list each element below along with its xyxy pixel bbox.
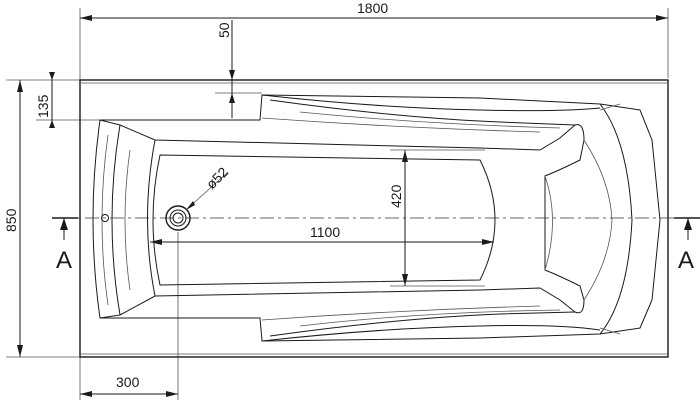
outer-rim [79, 79, 669, 358]
drain [165, 205, 191, 231]
section-marker-right: A [674, 217, 700, 274]
section-label-right: A [678, 247, 694, 274]
inner-basin [92, 94, 661, 342]
inner-length-dimension: 1100 [310, 224, 340, 240]
rim-offset-dimension: 50 [216, 22, 232, 38]
section-label-left: A [56, 247, 72, 274]
width-dimension: 850 [3, 208, 19, 232]
inner-width-dimension: 420 [388, 184, 404, 208]
drain-diameter-label: ø52 [203, 164, 232, 193]
section-marker-left: A [52, 217, 78, 274]
overflow-hole [101, 214, 109, 222]
rim-width-dimension: 135 [35, 94, 51, 118]
extension-lines [6, 8, 669, 400]
drain-offset-dimension: 300 [116, 374, 140, 390]
length-dimension: 1800 [357, 0, 388, 16]
